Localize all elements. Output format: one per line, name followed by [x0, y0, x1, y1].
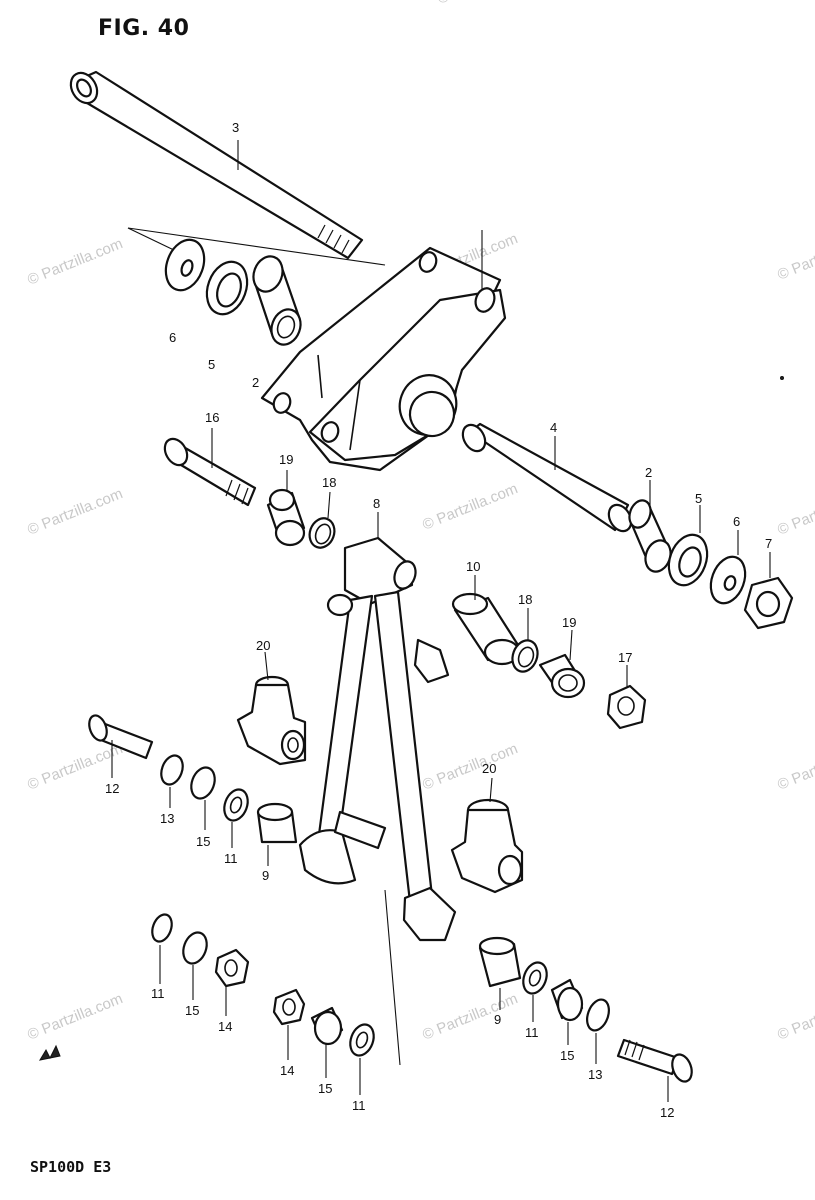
part-18-circlip — [308, 491, 336, 549]
part-15-washer-3 — [310, 1006, 344, 1078]
part-14-nut-2 — [272, 988, 306, 1060]
watermark: © Partzilla.com — [775, 230, 815, 284]
part-5-oil-seal-right — [667, 505, 709, 587]
callout-label: 12 — [105, 781, 119, 796]
watermark: © Partzilla.com — [25, 485, 125, 539]
part-8-cushion-rod — [298, 512, 457, 1066]
part-5-oil-seal — [205, 260, 249, 316]
callout-label: 8 — [373, 496, 380, 511]
cushion-lever — [260, 230, 507, 472]
watermark: © Partzilla.com — [420, 990, 520, 1044]
callout-label: 18 — [322, 475, 336, 490]
watermark: © Partzilla.com — [435, 0, 535, 8]
callout-label: 12 — [660, 1105, 674, 1120]
part-11-washer-3 — [349, 1023, 375, 1095]
part-3-long-bolt — [69, 70, 386, 266]
part-17-nut — [606, 665, 647, 730]
part-7-nut — [743, 552, 794, 630]
part-11-washer-2 — [151, 913, 173, 984]
part-16-bolt — [163, 428, 257, 507]
model-code: SP100D E3 — [30, 1158, 112, 1176]
callout-label: 18 — [518, 592, 532, 607]
part-11-washer-right — [522, 961, 548, 1022]
part-11-washer — [223, 788, 249, 848]
callout-label: 14 — [218, 1019, 232, 1034]
callout-label: 15 — [196, 834, 210, 849]
callout-label: 15 — [185, 1003, 199, 1018]
watermark: © Partzilla.com — [420, 480, 520, 534]
part-4-spacer-tube — [461, 422, 633, 533]
watermark: © Partzilla.com — [420, 740, 520, 794]
stray-marks — [38, 376, 784, 1061]
part-2-bearing-right — [628, 480, 672, 573]
watermark: © Partzilla.com — [775, 990, 815, 1044]
part-9-bushing — [256, 802, 298, 866]
part-12-bolt — [88, 714, 154, 778]
callout-label: 5 — [695, 491, 702, 506]
callout-label: 6 — [733, 514, 740, 529]
callout-label: 7 — [765, 536, 772, 551]
callout-label: 14 — [280, 1063, 294, 1078]
callout-label: 11 — [151, 986, 165, 1001]
callout-label: 9 — [262, 868, 269, 883]
callout-label: 5 — [208, 357, 215, 372]
figure-title: FIG. 40 — [98, 16, 190, 41]
part-13-washer — [160, 754, 184, 808]
callout-label: 13 — [160, 811, 174, 826]
callout-label: 15 — [560, 1048, 574, 1063]
watermark: © Partzilla.com — [25, 990, 125, 1044]
part-20-mount-upper — [236, 651, 307, 766]
part-15-washer — [190, 766, 216, 830]
callout-label: 10 — [466, 559, 480, 574]
callout-label: 19 — [279, 452, 293, 467]
callout-label: 19 — [562, 615, 576, 630]
callout-label: 11 — [224, 851, 238, 866]
watermark: © Partzilla.com — [25, 235, 125, 289]
callout-label: 2 — [645, 465, 652, 480]
part-15-washer-2 — [182, 931, 208, 1000]
callout-label: 11 — [525, 1025, 539, 1040]
part-6-washer — [164, 238, 206, 292]
part-2-bearing — [252, 255, 302, 346]
callout-label: 9 — [494, 1012, 501, 1027]
part-12-bolt-right — [616, 1038, 693, 1102]
part-19-collar-right — [538, 629, 586, 699]
watermark: © Partzilla.com — [775, 740, 815, 794]
part-13-washer-right — [586, 998, 610, 1064]
callout-label: 6 — [169, 330, 176, 345]
callout-label: 16 — [205, 410, 219, 425]
callout-label: 3 — [232, 120, 239, 135]
part-19-collar — [266, 470, 306, 547]
callout-label: 15 — [318, 1081, 332, 1096]
part-6-washer-right — [709, 530, 747, 605]
callout-label: 11 — [352, 1098, 366, 1113]
part-9-bushing-right — [478, 936, 522, 1010]
callout-label: 13 — [588, 1067, 602, 1082]
callout-label: 2 — [252, 375, 259, 390]
part-10-spacer — [451, 575, 521, 666]
callout-labels: 3 6 5 2 16 19 18 8 4 2 5 6 7 10 18 19 17… — [105, 120, 772, 1120]
part-15-collar-right — [550, 978, 584, 1045]
callout-label: 17 — [618, 650, 632, 665]
watermark: © Partzilla.com — [775, 485, 815, 539]
callout-label: 4 — [550, 420, 557, 435]
part-20-mount-lower — [450, 777, 524, 894]
callout-label: 20 — [482, 761, 496, 776]
callout-label: 20 — [256, 638, 270, 653]
part-14-nut — [214, 948, 250, 1016]
part-18-circlip-right — [511, 608, 539, 673]
